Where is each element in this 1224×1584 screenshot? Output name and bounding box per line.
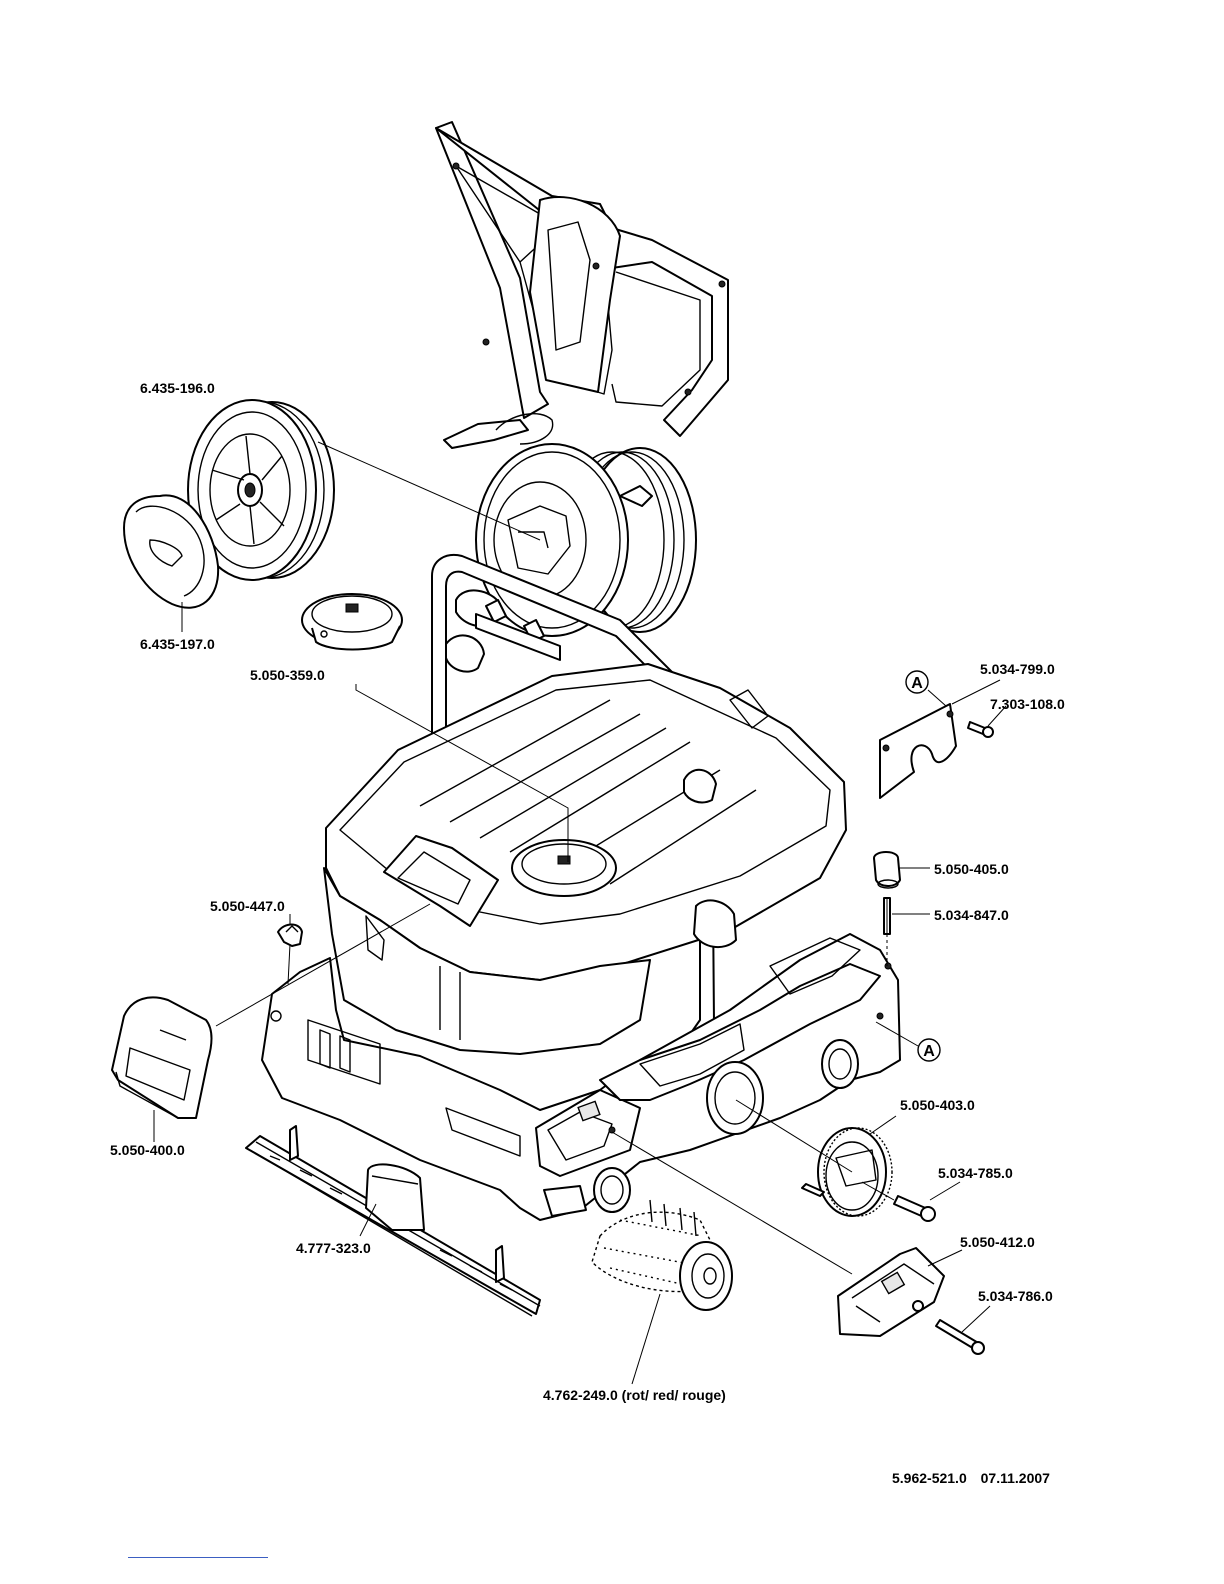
reference-marker-a-bottom: A: [918, 1039, 940, 1061]
leader-side-cap: [928, 1250, 962, 1266]
document-footer: 5.962-521.0 07.11.2007: [892, 1470, 1060, 1486]
label-knob: 5.050-447.0: [210, 898, 285, 914]
reference-marker-a-bottom-text: A: [923, 1043, 935, 1060]
reference-marker-a-top-text: A: [911, 675, 923, 692]
leader-long-pin: [962, 1306, 990, 1332]
front-flap-part: [112, 997, 212, 1118]
label-front-flap: 5.050-400.0: [110, 1142, 185, 1158]
leader-side-cap-axis: [612, 1132, 852, 1274]
document-date: 07.11.2007: [981, 1470, 1050, 1486]
label-squeegee: 4.777-323.0: [296, 1240, 371, 1256]
brush-roller-part: [592, 1200, 732, 1310]
label-long-pin: 5.034-786.0: [978, 1288, 1053, 1304]
document-number: 5.962-521.0: [892, 1470, 967, 1486]
axle-pin-part: [894, 1196, 935, 1221]
side-cap-part: [838, 1248, 944, 1336]
bottom-rule: [128, 1557, 268, 1558]
pin-part: [884, 898, 890, 934]
label-plate: 5.034-799.0: [980, 661, 1055, 677]
reference-marker-a-top: A: [906, 671, 928, 693]
small-wheel-part: [802, 1128, 892, 1216]
leader-brush-roller: [632, 1294, 660, 1384]
leader-axle-pin: [930, 1182, 960, 1200]
lid-cover-part: [302, 594, 402, 650]
label-wheel-cap: 6.435-197.0: [140, 636, 215, 652]
label-small-wheel: 5.050-403.0: [900, 1097, 975, 1113]
bumper-roller-part: [874, 852, 900, 888]
handle-frame: [436, 122, 728, 448]
label-lid-cover: 5.050-359.0: [250, 667, 325, 683]
label-axle-pin: 5.034-785.0: [938, 1165, 1013, 1181]
knob-part: [278, 925, 302, 947]
leader-knob: [288, 944, 290, 984]
label-wheel-large: 6.435-196.0: [140, 380, 215, 396]
long-pin-part: [936, 1320, 984, 1354]
label-bumper-roller: 5.050-405.0: [934, 861, 1009, 877]
leader-a-top: [928, 690, 946, 706]
leader-small-wheel: [870, 1116, 896, 1134]
label-pin: 5.034-847.0: [934, 907, 1009, 923]
label-side-cap: 5.050-412.0: [960, 1234, 1035, 1250]
plate-part: [880, 704, 956, 798]
label-screw: 7.303-108.0: [990, 696, 1065, 712]
label-brush-roller: 4.762-249.0 (rot/ red/ rouge): [543, 1387, 726, 1403]
